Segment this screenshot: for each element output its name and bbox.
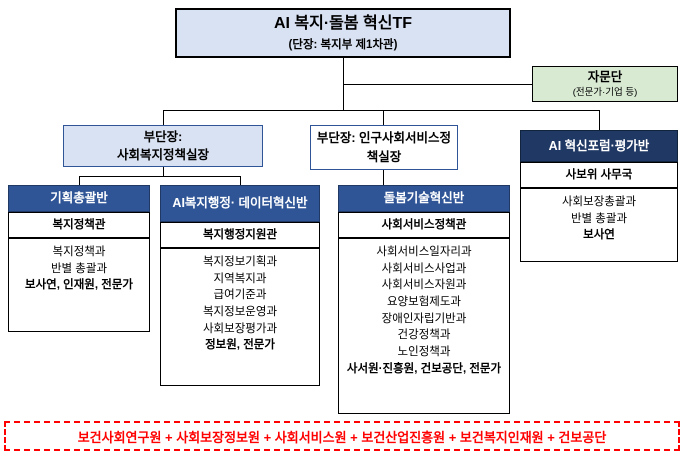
forum-members-box: 사회보장총괄과 반별 총괄과 보사연 [520,188,678,262]
advisory-box: 자문단 (전문가·기업 등) [532,66,678,102]
team2-members-bold: 정보원, 전문가 [205,339,275,352]
connector-drop-team3 [383,170,384,185]
connector-drop-team2 [240,176,241,185]
advisory-title: 자문단 [587,70,623,85]
team2-officer: 복지행정지원관 [160,222,320,248]
team3-members-box: 사회서비스일자리과 사회서비스사업과 사회서비스자원과 요양보험제도과 장애인자… [338,238,510,414]
connector-drop-team1 [79,176,80,185]
deputy1-box: 부단장: 사회복지정책실장 [63,125,263,167]
tf-root-box: AI 복지·돌봄 혁신TF (단장: 복지부 제1차관) [175,8,511,58]
team3-header: 돌봄기술혁신반 [338,185,510,212]
forum-members: 사회보장총괄과 반별 총괄과 [561,196,637,225]
connector-advisory [343,84,532,85]
connector-drop-deputy1 [163,110,164,125]
team1-members-box: 복지정책과 반별 총괄과 보사연, 인재원, 전문가 [8,238,150,332]
footer-banner: 보건사회연구원 + 사회보장정보원 + 사회서비스원 + 보건산업진흥원 + 보… [4,421,680,451]
team3-members-bold: 사서원·진흥원, 건보공단, 전문가 [346,362,502,375]
team3-officer: 사회서비스정책관 [338,212,510,238]
connector-drop-deputy2 [383,110,384,125]
forum-officer: 사보위 사무국 [520,162,678,188]
forum-members-bold: 보사연 [583,229,615,242]
team2-members-box: 복지정보기획과 지역복지과 급여기준과 복지정보운영과 사회보장평가과 정보원,… [160,248,320,386]
tf-subtitle: (단장: 복지부 제1차관) [288,39,398,52]
deputy2-box: 부단장: 인구사회서비스정책실장 [310,125,458,170]
connector-deputy1-bus [79,176,240,177]
team3-members: 사회서비스일자리과 사회서비스사업과 사회서비스자원과 요양보험제도과 장애인자… [376,246,472,359]
forum-header: AI 혁신포럼·평가반 [520,130,678,162]
team1-officer: 복지정책관 [8,212,150,238]
tf-title: AI 복지·돌봄 혁신TF [273,15,413,33]
connector-deputy1-down [163,167,164,176]
team1-members-bold: 보사연, 인재원, 전문가 [25,279,133,292]
connector-drop-forum [599,110,600,130]
team2-members: 복지정보기획과 지역복지과 급여기준과 복지정보운영과 사회보장평가과 [202,256,278,335]
advisory-subtitle: (전문가·기업 등) [572,87,638,99]
team1-members: 복지정책과 반별 총괄과 [50,246,108,275]
connector-bus [163,110,600,111]
team2-header: AI복지행정· 데이터혁신반 [160,185,320,222]
team1-header: 기획총괄반 [8,185,150,212]
